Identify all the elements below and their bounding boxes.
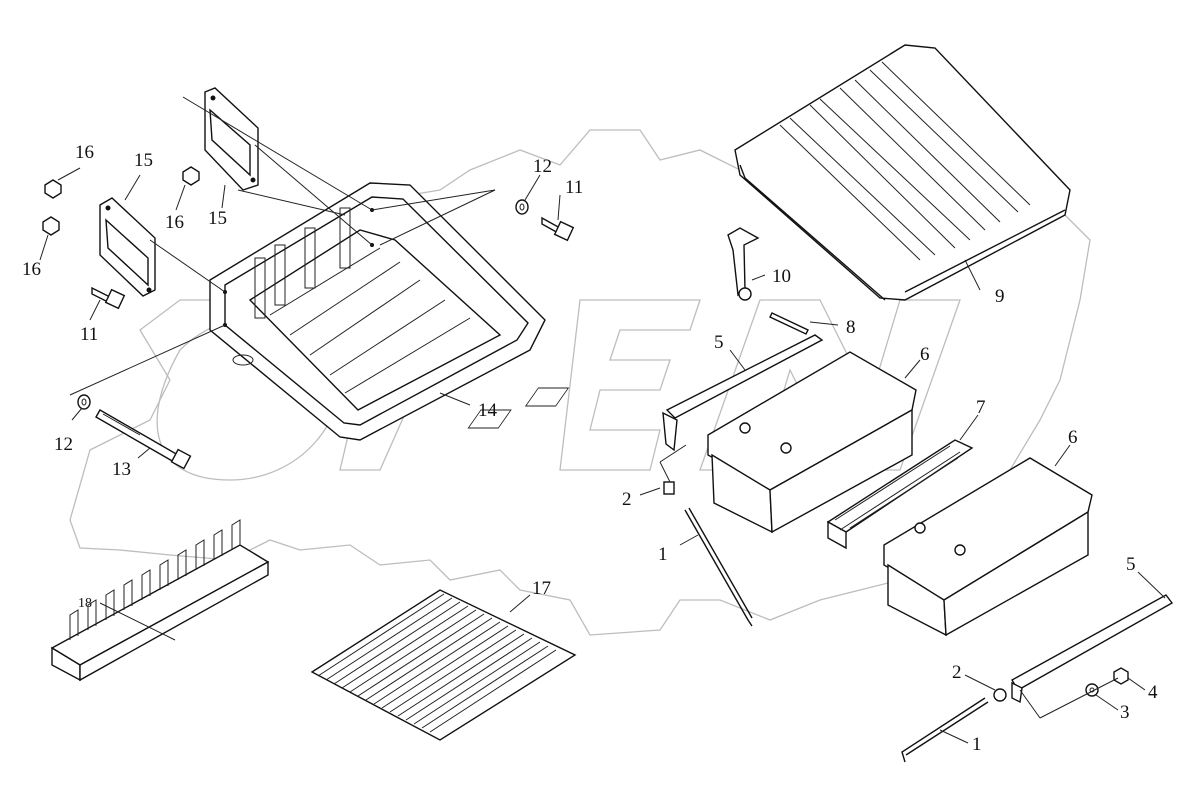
callout-16: 16 bbox=[22, 259, 41, 280]
callout-8: 8 bbox=[846, 317, 856, 338]
callout-9: 9 bbox=[995, 286, 1005, 307]
callout-18: 18 bbox=[78, 596, 92, 611]
assembly-lines-lower bbox=[659, 444, 1119, 719]
callouts: 1 1 2 2 3 4 5 5 6 6 7 8 9 10 11 11 12 12… bbox=[22, 142, 1158, 755]
holder-bar-5 bbox=[662, 334, 1174, 704]
rod-1 bbox=[684, 507, 989, 763]
bolt-11 bbox=[91, 216, 575, 310]
battery-6-lower bbox=[883, 457, 1093, 637]
washer-12 bbox=[77, 199, 529, 410]
bracket-lower bbox=[99, 197, 156, 297]
callout-17: 17 bbox=[532, 578, 551, 599]
nut-16 bbox=[42, 166, 200, 236]
callout-1: 1 bbox=[972, 734, 982, 755]
battery-cover bbox=[734, 44, 1071, 301]
callout-5: 5 bbox=[1126, 554, 1136, 575]
callout-12: 12 bbox=[533, 156, 552, 177]
callout-13: 13 bbox=[112, 459, 131, 480]
callout-5: 5 bbox=[714, 332, 724, 353]
callout-16: 16 bbox=[165, 212, 184, 233]
callout-4: 4 bbox=[1148, 682, 1158, 703]
assembly-lines bbox=[69, 96, 496, 396]
callout-1: 1 bbox=[658, 544, 668, 565]
callout-11: 11 bbox=[565, 177, 583, 198]
callout-15: 15 bbox=[134, 150, 153, 171]
callout-3: 3 bbox=[1120, 702, 1130, 723]
callout-2: 2 bbox=[952, 662, 962, 683]
leader-lines bbox=[39, 167, 1166, 744]
callout-11: 11 bbox=[80, 324, 98, 345]
washer-3 bbox=[1085, 683, 1099, 697]
bracket-upper bbox=[204, 87, 259, 191]
latch-10 bbox=[727, 227, 760, 301]
callout-7: 7 bbox=[976, 397, 986, 418]
ribbed-mat-17 bbox=[310, 589, 577, 741]
callout-15: 15 bbox=[208, 208, 227, 229]
pad-7 bbox=[826, 439, 974, 550]
comb-spacer-18 bbox=[50, 519, 270, 682]
nut-4 bbox=[1113, 667, 1129, 685]
battery-6-upper bbox=[467, 351, 917, 534]
long-bolt-13 bbox=[95, 409, 192, 470]
callout-2: 2 bbox=[622, 489, 632, 510]
battery-tray bbox=[209, 182, 546, 441]
callout-14: 14 bbox=[478, 400, 498, 421]
callout-6: 6 bbox=[1068, 427, 1078, 448]
pin-8 bbox=[769, 312, 809, 335]
nut-2 bbox=[663, 481, 1007, 702]
callout-6: 6 bbox=[920, 344, 930, 365]
callout-16: 16 bbox=[75, 142, 94, 163]
callout-12: 12 bbox=[54, 434, 73, 455]
callout-10: 10 bbox=[772, 266, 791, 287]
